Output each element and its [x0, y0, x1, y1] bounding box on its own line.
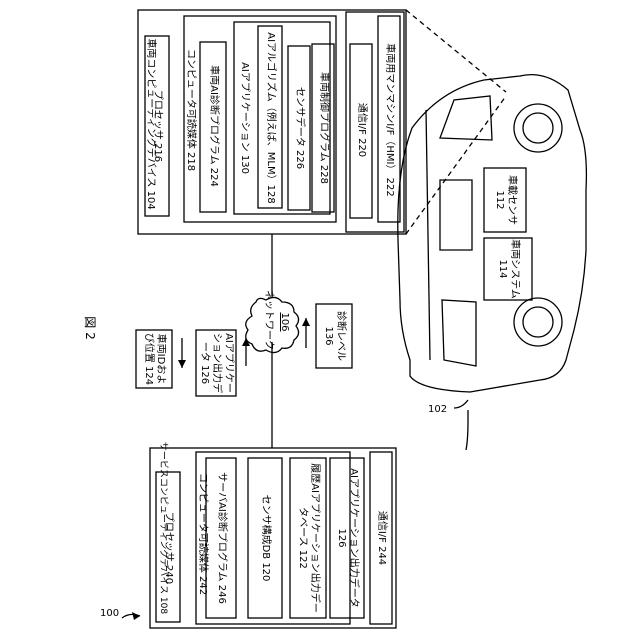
ai-output-msg-label: AIアプリケーション出力データ 126	[198, 331, 234, 395]
vehicle-processor: プロセッサ 216	[151, 90, 163, 162]
vehicle-system-label: 車両システム 114	[496, 239, 520, 299]
ref-102: 102	[428, 404, 447, 416]
service-processor: プロセッサ 240	[162, 512, 174, 584]
network-label: ネットワーク	[262, 290, 274, 350]
history-output-db: 履歴AIアプリケーション出力データベース 122	[296, 463, 320, 613]
network-number: 106	[278, 312, 290, 331]
car-window-front	[442, 300, 476, 366]
vehicle-sensor-data: センサデータ 226	[293, 87, 305, 169]
vehicle-crm: コンピュータ可読媒体 218	[184, 49, 196, 171]
figure-title: 図 2	[84, 316, 96, 339]
vehicle-ai-app: AIアプリケーション 130	[238, 62, 250, 174]
ai-output-data: AIアプリケーション出力データ 126	[335, 463, 359, 613]
vehicle-comm-if: 通信I/F 220	[355, 103, 367, 157]
vehicle-ai-algo: AIアルゴリズム（例えば、MLM）128	[264, 32, 276, 203]
service-ai-diag: サーバAI診断プログラム 246	[215, 463, 227, 613]
vehicle-sensor-label: 車載センサ 112	[493, 170, 517, 230]
diag-level-label: 診断レベル 136	[322, 306, 346, 366]
vehicle-ai-diag: 車両AI診断プログラム 224	[207, 65, 219, 187]
vehicle-hmi: 車両用マンマシンI/F（HMI） 222	[383, 43, 395, 196]
ref-100: 100	[100, 608, 119, 620]
vehicle-control-program: 車両制御プログラム 228	[317, 72, 329, 184]
id-location-label: 車両IDおよび位置 124	[142, 331, 166, 387]
car-window-mid	[440, 180, 472, 250]
service-device-box	[150, 448, 396, 628]
sensor-config-db: センサ構成DB 120	[259, 463, 271, 613]
service-comm-if: 通信I/F 244	[375, 511, 387, 565]
car-window-rear	[440, 96, 492, 140]
service-crm: コンピュータ可読媒体 242	[196, 473, 208, 595]
